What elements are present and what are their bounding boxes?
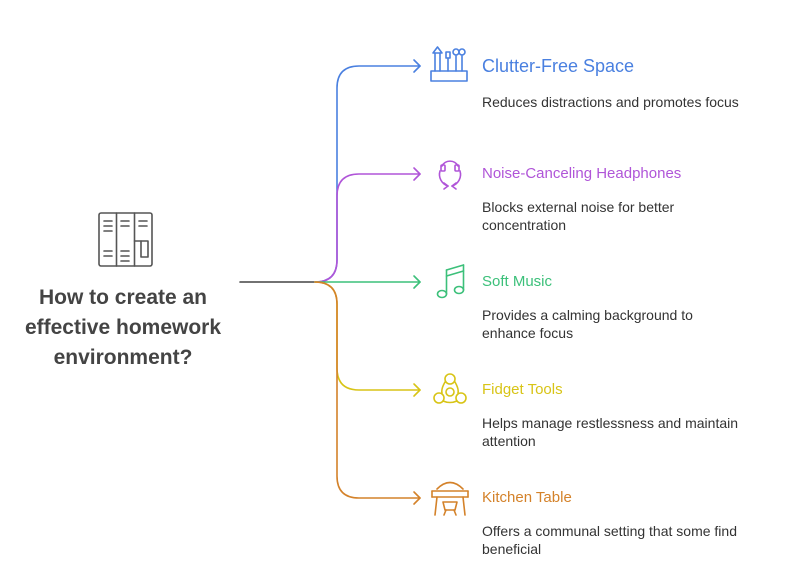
- branch-desc-noise-canceling-headphones: Blocks external noise for better concent…: [482, 199, 675, 233]
- branch-title-kitchen-table: Kitchen Table: [482, 489, 572, 506]
- branch-title-fidget-tools: Fidget Tools: [482, 381, 563, 398]
- connector-noise-canceling-headphones: [314, 173, 421, 283]
- arrowhead-kitchen-table: [413, 491, 421, 505]
- connector-fidget-tools: [314, 281, 421, 391]
- arrowhead-clutter-free-space: [413, 59, 421, 73]
- branch-desc-clutter-free-space: Reduces distractions and promotes focus: [482, 94, 739, 110]
- main-title: How to create an effective homework envi…: [24, 286, 222, 369]
- arrowhead-fidget-tools: [413, 383, 421, 397]
- branch-title-clutter-free-space: Clutter-Free Space: [482, 56, 635, 76]
- fidget-spinner-icon: [433, 373, 467, 404]
- arrowhead-soft-music: [413, 275, 421, 289]
- branch-title-noise-canceling-headphones: Noise-Canceling Headphones: [482, 165, 682, 182]
- branch-desc-soft-music: Provides a calming background to enhance…: [482, 307, 693, 341]
- branch-desc-kitchen-table: Offers a communal setting that some find…: [482, 523, 737, 557]
- headphones-icon: [438, 160, 462, 190]
- arrowhead-noise-canceling-headphones: [413, 167, 421, 181]
- connectors: [239, 59, 421, 505]
- branch-title-soft-music: Soft Music: [482, 273, 553, 290]
- kitchen-table-icon: [431, 481, 469, 516]
- music-note-icon: [436, 264, 465, 299]
- desk-organizer-icon: [430, 46, 468, 82]
- branch-desc-fidget-tools: Helps manage restlessness and maintain a…: [482, 415, 739, 449]
- lockers-icon: [98, 212, 153, 267]
- connector-kitchen-table: [314, 281, 421, 499]
